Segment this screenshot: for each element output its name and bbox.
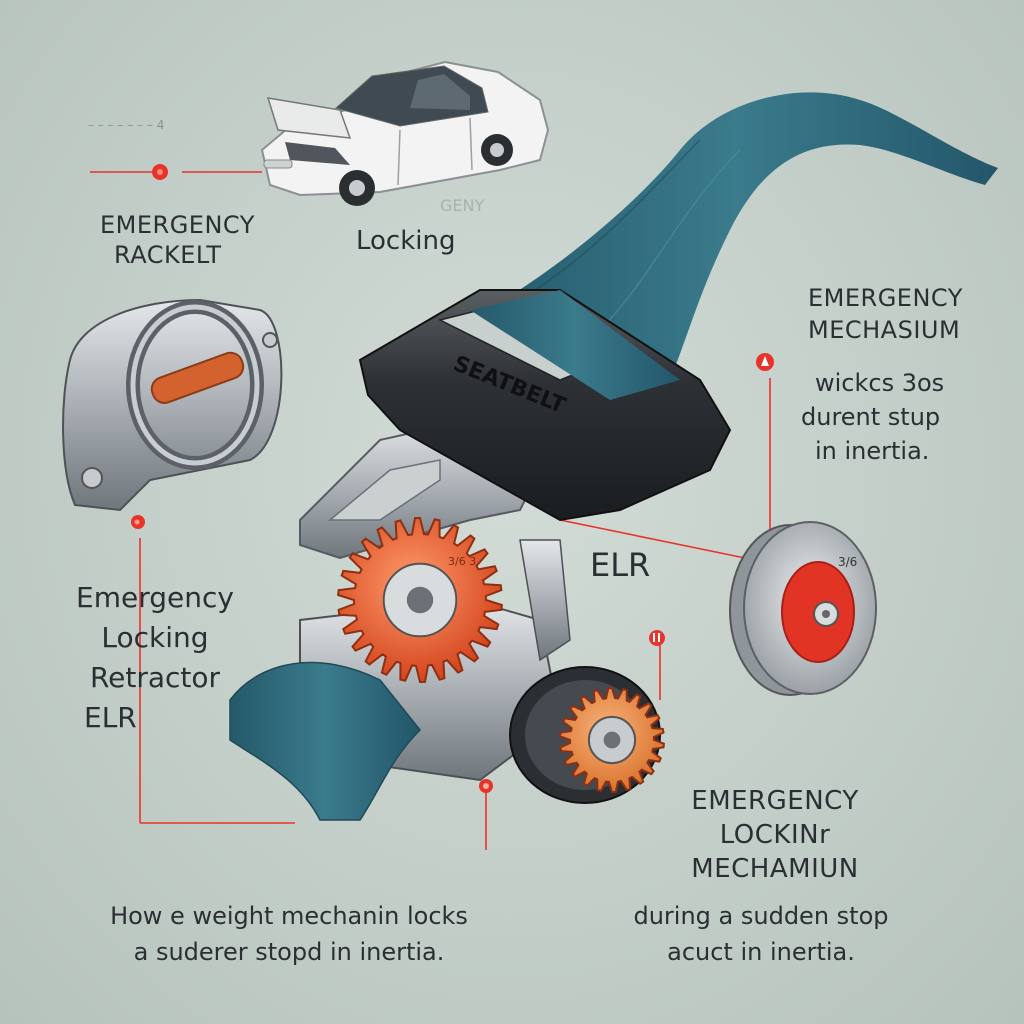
desc-bottom-left: How e weight mechanin locks a suderer st… bbox=[84, 898, 494, 970]
label-line: EMERGENCY bbox=[808, 284, 963, 312]
label-emergency-mechasium: EMERGENCY MECHASIUM bbox=[808, 282, 963, 346]
seatbelt-buckle: SEATBELT bbox=[299, 289, 732, 560]
label-line: EMERGENCY bbox=[691, 786, 859, 816]
label-line: Emergency bbox=[76, 581, 234, 614]
label-locking: Locking bbox=[356, 226, 456, 256]
label-line: MECHAMIUN bbox=[691, 854, 859, 884]
desc-line: acuct in inertia. bbox=[667, 938, 855, 966]
label-line: EMERGENCY bbox=[100, 211, 255, 239]
label-line: MECHASIUM bbox=[808, 316, 961, 344]
label-line: Locking bbox=[101, 621, 209, 654]
car-illustration bbox=[260, 60, 550, 206]
faint-text: GENY bbox=[440, 196, 485, 215]
desc-line: a suderer stopd in inertia. bbox=[133, 938, 445, 966]
drum-text: 3/6 bbox=[838, 555, 857, 569]
desc-line: durent stup bbox=[801, 403, 941, 431]
desc-line: wickcs 3os bbox=[815, 369, 945, 397]
gear: 3/6 3 bbox=[337, 516, 503, 684]
desc-line: in inertia. bbox=[815, 437, 930, 465]
gear bbox=[559, 686, 665, 794]
label-emergency-locking-mechamiun: EMERGENCY LOCKINr MECHAMIUN bbox=[662, 784, 888, 886]
pointer-lines bbox=[90, 171, 771, 850]
red-dot-marker bbox=[131, 164, 774, 793]
label-line: RACKELT bbox=[114, 241, 222, 269]
label-elr: ELR bbox=[590, 546, 651, 584]
desc-line: during a sudden stop bbox=[633, 902, 889, 930]
gear-text: 3/6 3 bbox=[448, 555, 476, 568]
label-emergency-rackelt: EMERGENCY RACKELT bbox=[100, 210, 255, 270]
label-line: ELR bbox=[84, 701, 137, 734]
scribble-text: – – – – – – – 4 bbox=[88, 118, 165, 132]
bracket-mechanism bbox=[62, 298, 283, 512]
label-emergency-locking-retractor: Emergency Locking Retractor ELR bbox=[50, 578, 260, 738]
label-line: Retractor bbox=[89, 661, 221, 694]
desc-bottom-right: during a sudden stop acuct in inertia. bbox=[598, 898, 924, 970]
desc-right-top: wickcs 3os durent stup in inertia. bbox=[801, 366, 945, 468]
label-line: LOCKINr bbox=[719, 820, 831, 850]
desc-line: How e weight mechanin locks bbox=[110, 902, 468, 930]
drum: 3/6 bbox=[729, 521, 877, 696]
